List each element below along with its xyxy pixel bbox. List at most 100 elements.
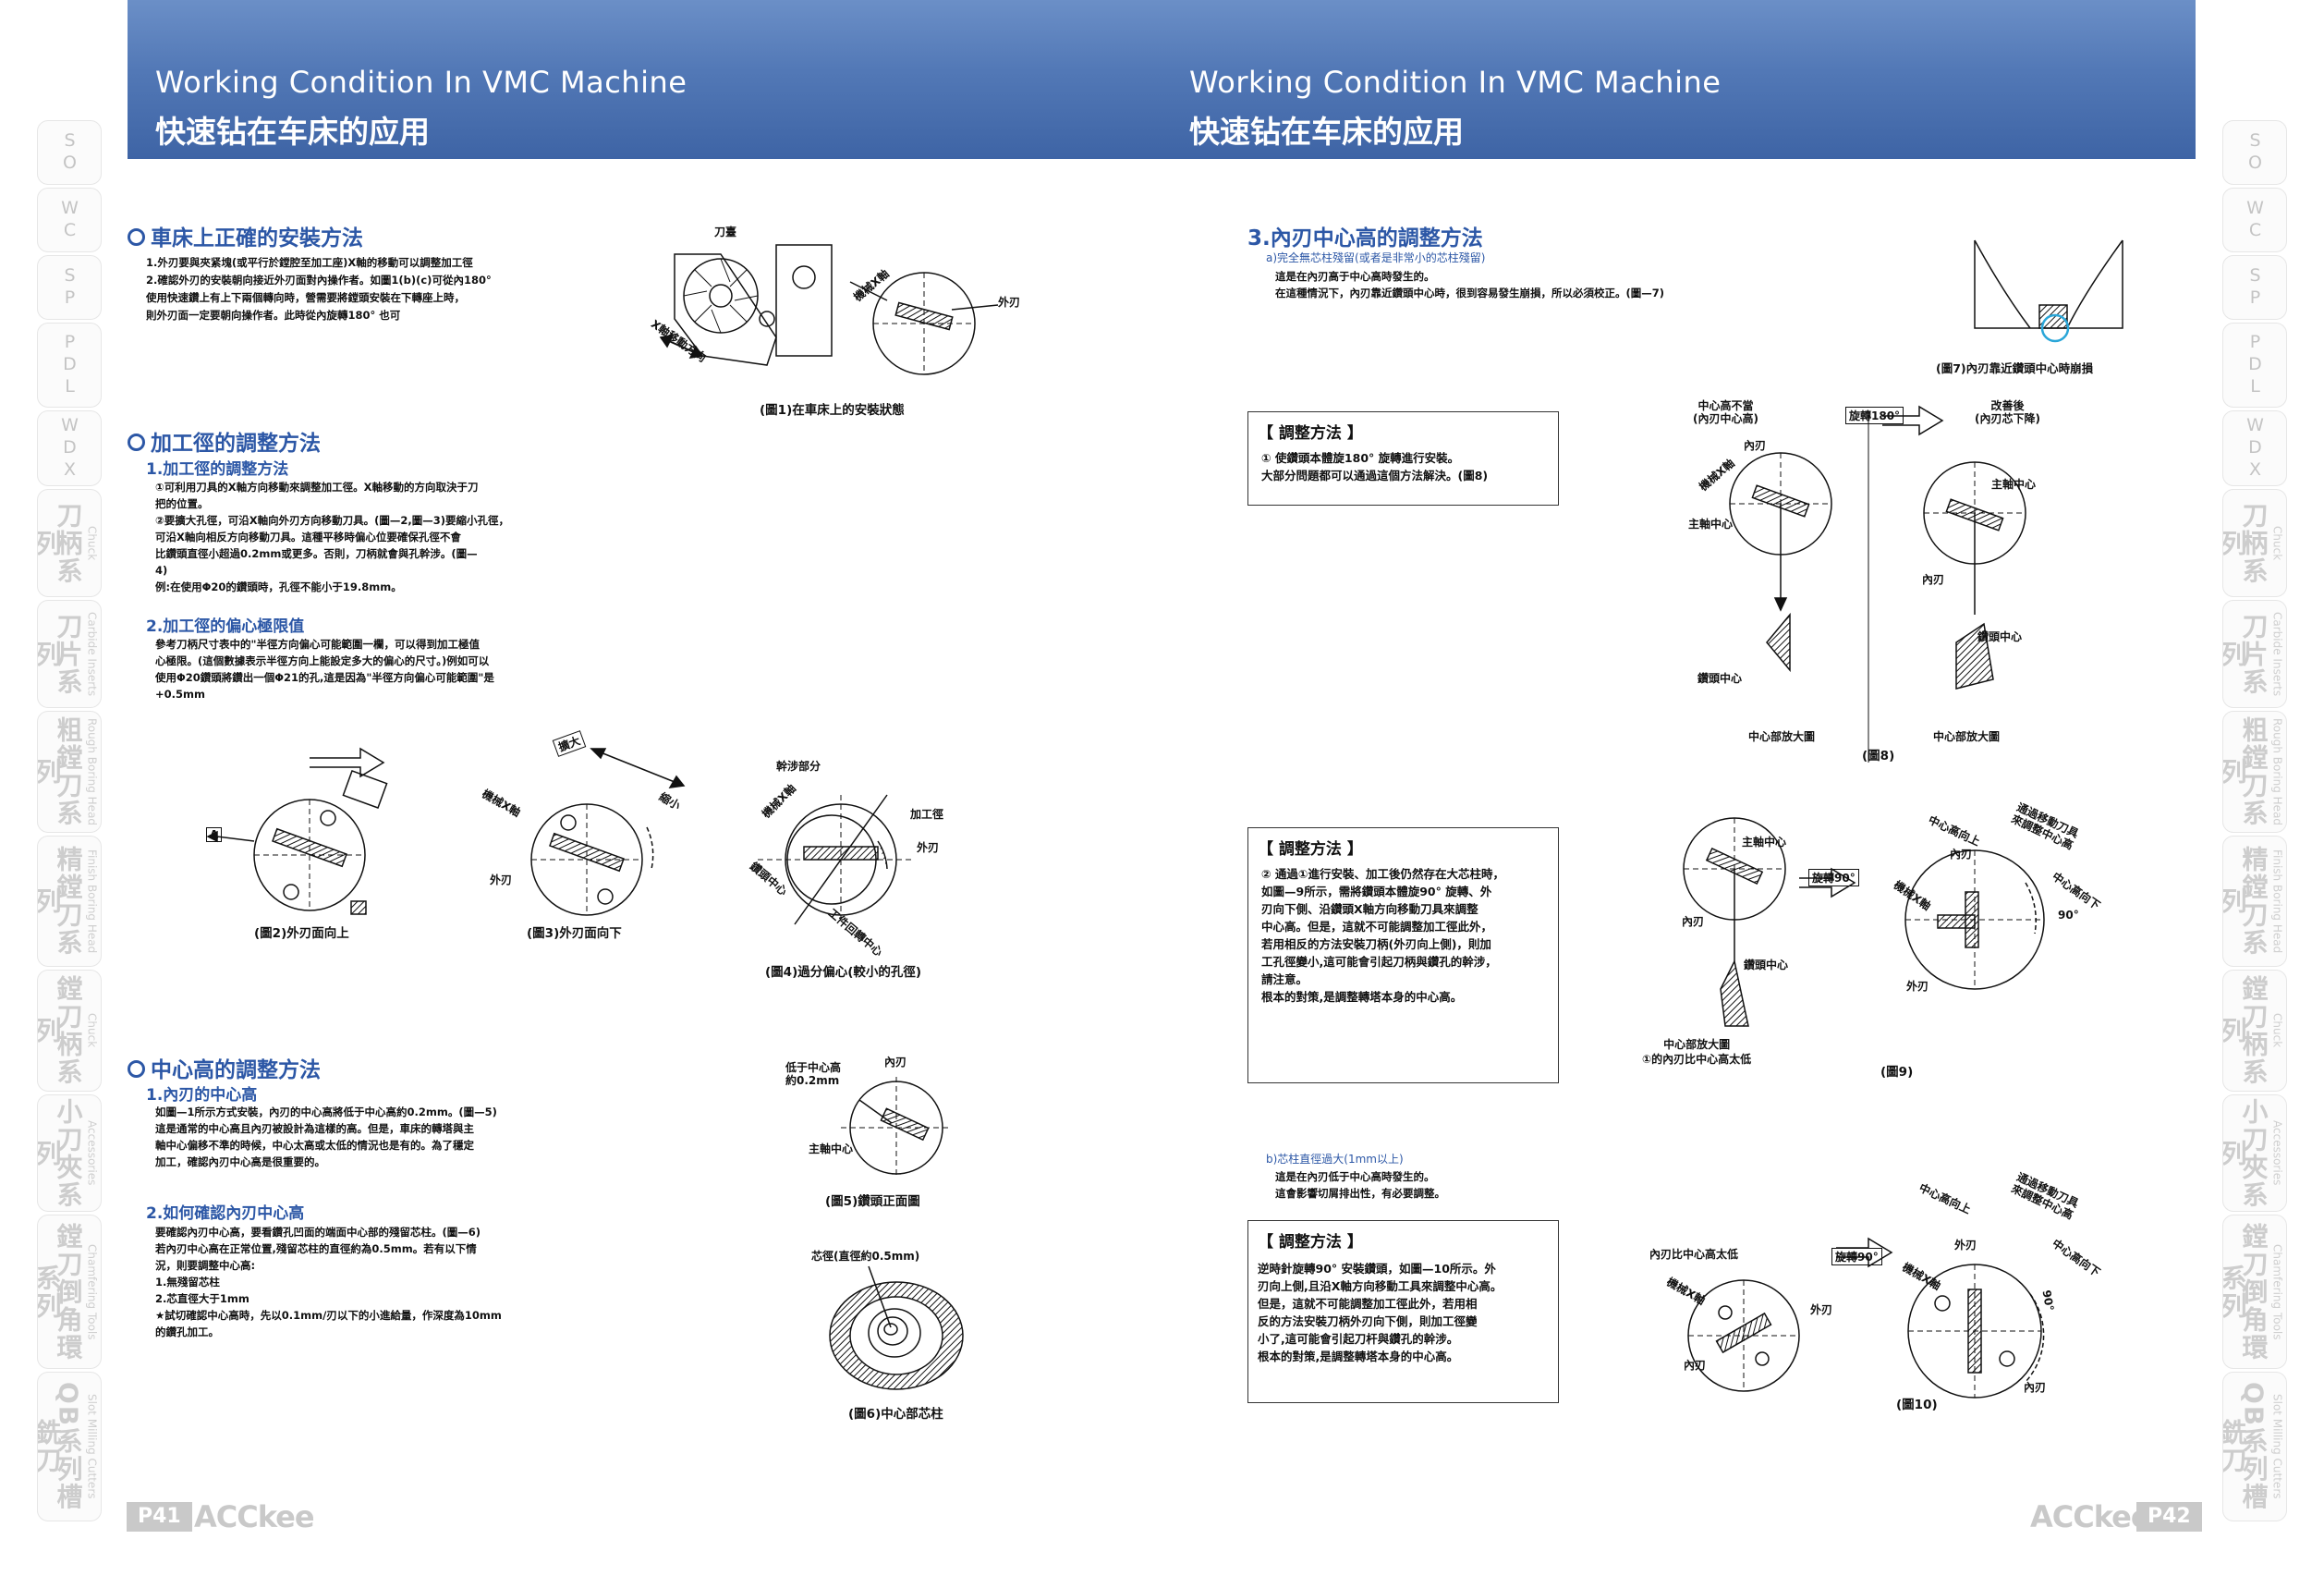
fig8-label-before: 中心高不當 (內刃中心高) <box>1693 399 1758 425</box>
fig9-caption: (圖9) <box>1880 1065 1914 1080</box>
fig8-label-inner-right: 內刃 <box>1922 573 1945 586</box>
section-a-text: 這是在內刃高于中心高時發生的。 在這種情況下，內刃靠近鑽頭中心時，很到容易發生崩… <box>1275 270 1665 299</box>
fig8-label-enlarge-right: 中心部放大圖 <box>1933 730 2001 743</box>
section-install-title: 車床上正確的安裝方法 <box>128 220 363 251</box>
figure-8-rotate-180 <box>1679 393 2113 763</box>
fig10-label-inner-left: 內刃 <box>1684 1359 1707 1372</box>
fig5-label-lower: 低于中心高 約0.2mm <box>785 1061 842 1087</box>
fig7-caption: (圖7)內刃靠近鑽頭中心時崩損 <box>1936 361 2094 375</box>
side-tab-sp-right[interactable]: SP <box>2222 255 2287 320</box>
fig8-label-spindle-right: 主軸中心 <box>1991 478 2037 491</box>
fig8-label-after: 改善後 (內刃芯下降) <box>1975 399 2040 425</box>
section-center-1-text: 如圖—1所示方式安裝，內刃的中心高將低于中心高約0.2mm。(圖—5) 這是通常… <box>155 1105 497 1168</box>
figure-6-center-core <box>813 1266 979 1400</box>
fig10-label-outer: 外刃 <box>1954 1239 1977 1252</box>
fig5-label-spindle: 主軸中心 <box>809 1142 854 1155</box>
bullet-ring-icon <box>128 1060 145 1078</box>
adjust-box-3-text: 逆時針旋轉90° 安裝鑽頭，如圖—10所示。外 刃向上側,且沿X軸方向移動工具來… <box>1258 1262 1503 1363</box>
fig8-caption: (圖8) <box>1862 749 1895 763</box>
fig9-label-inner: 內刃 <box>1950 848 1973 861</box>
section-bore-title: 加工徑的調整方法 <box>128 425 321 457</box>
fig6-caption: (圖6)中心部芯柱 <box>848 1407 943 1422</box>
side-tab-pdl[interactable]: PDL <box>37 323 102 408</box>
fig4-caption: (圖4)過分偏心(較小的孔徑) <box>765 965 922 980</box>
figure-9-rotate-90 <box>1661 813 2104 1072</box>
header-title-en-right: Working Condition In VMC Machine <box>1189 65 1722 100</box>
side-tab-wdx[interactable]: WDX <box>37 410 102 486</box>
header-title-en: Working Condition In VMC Machine <box>155 65 687 100</box>
fig9-label-inner-left: 內刃 <box>1682 915 1705 928</box>
fig10-label-outer-left: 外刃 <box>1810 1303 1833 1316</box>
side-tab-wdx-right[interactable]: WDX <box>2222 410 2287 486</box>
side-tab-wc[interactable]: WC <box>37 188 102 252</box>
fig10-label-rotate: 旋轉90° <box>1831 1248 1882 1265</box>
adjust-box-3-title: 【 調整方法 】 <box>1258 1233 1363 1252</box>
header-banner: Working Condition In VMC Machine 快速钻在车床的… <box>128 0 1162 159</box>
figure-5-drill-front <box>804 1063 970 1183</box>
fig3-caption: (圖3)外刃面向下 <box>527 926 622 941</box>
bullet-ring-icon <box>128 434 145 451</box>
fig9-label-deg: 90° <box>2058 909 2079 922</box>
header-banner-right: Working Condition In VMC Machine 快速钻在车床的… <box>1162 0 2196 159</box>
adjust-box-2: 【 調整方法 】 ② 通過①進行安裝、加工後仍然存在大芯柱時， 如圖—9所示，需… <box>1247 827 1559 1083</box>
section-b-text: 這是在內刃低于中心高時發生的。 這會影響切屑排出性，有必要調整。 <box>1275 1170 1445 1200</box>
adjust-box-1-title: 【 調整方法 】 <box>1258 424 1363 443</box>
adjust-box-1-text: ① 使鑽頭本體旋180° 旋轉進行安裝。 大部分問題都可以通過這個方法解決。(圖… <box>1261 451 1489 483</box>
page-right: Working Condition In VMC Machine 快速钻在车床的… <box>1162 0 2324 1588</box>
fig9-label-rotate: 旋轉90° <box>1808 869 1859 886</box>
figure-1-lathe-install <box>647 217 1035 402</box>
header-title-cn-right: 快速钻在车床的应用 <box>1189 114 1464 150</box>
fig3-label-outer: 外刃 <box>490 873 513 886</box>
fig9-label-spindle: 主軸中心 <box>1742 836 1787 849</box>
section-b-title: b)芯柱直徑過大(1mm以上) <box>1266 1153 1404 1166</box>
section-bore-2-title: 2.加工徑的偏心極限值 <box>146 617 305 636</box>
page-number-right: P42 <box>2136 1502 2202 1532</box>
section-center-1-title: 1.內刃的中心高 <box>146 1086 258 1105</box>
header-title-cn: 快速钻在车床的应用 <box>155 114 430 150</box>
adjust-box-1: 【 調整方法 】 ① 使鑽頭本體旋180° 旋轉進行安裝。 大部分問題都可以通過… <box>1247 411 1559 506</box>
section-center-title: 中心高的調整方法 <box>128 1052 321 1083</box>
figure-3-outer-down <box>471 730 693 924</box>
section-bore-1-text: ①可利用刀具的X軸方向移動來調整加工徑。X軸移動的方向取決于刀 把的位置。 ②要… <box>155 481 509 593</box>
fig8-label-spindle: 主軸中心 <box>1688 518 1734 531</box>
fig8-label-enlarge-left: 中心部放大圖 <box>1748 730 1816 743</box>
brand-logo-right: ACCkee <box>2030 1499 2151 1534</box>
page-number-left: P41 <box>127 1502 192 1532</box>
fig5-label-inner: 內刃 <box>884 1056 907 1069</box>
side-tab-pdl-right[interactable]: PDL <box>2222 323 2287 408</box>
section-install-text: 1.外刃要與夾紧塊(或平行於鏜腔至加工座)X軸的移動可以調整加工徑 2.確認外刃… <box>146 256 492 322</box>
fig4-label-interfere: 幹涉部分 <box>776 760 821 773</box>
fig10-caption: (圖10) <box>1896 1398 1938 1412</box>
fig2-label-a: A <box>206 827 223 842</box>
bullet-ring-icon <box>128 228 145 246</box>
side-tab-so[interactable]: SO <box>37 120 102 185</box>
section-center-2-title: 2.如何確認內刃中心高 <box>146 1204 305 1223</box>
side-tab-so-right[interactable]: SO <box>2222 120 2287 185</box>
fig9-label-enlarge: 中心部放大圖 ①的內刃比中心高太低 <box>1642 1038 1752 1066</box>
adjust-box-2-title: 【 調整方法 】 <box>1258 840 1363 859</box>
page-left: Working Condition In VMC Machine 快速钻在车床的… <box>37 0 1162 1534</box>
figure-4-excess-offset <box>739 767 924 952</box>
brand-logo-left: ACCkee <box>194 1499 315 1534</box>
fig9-label-drill-center: 鑽頭中心 <box>1744 959 1789 971</box>
side-tab-wc-right[interactable]: WC <box>2222 188 2287 252</box>
fig1-label-tool-post: 刀臺 <box>714 226 737 238</box>
fig8-label-rotate: 旋轉180° <box>1845 407 1904 424</box>
side-tab-sp[interactable]: SP <box>37 255 102 320</box>
